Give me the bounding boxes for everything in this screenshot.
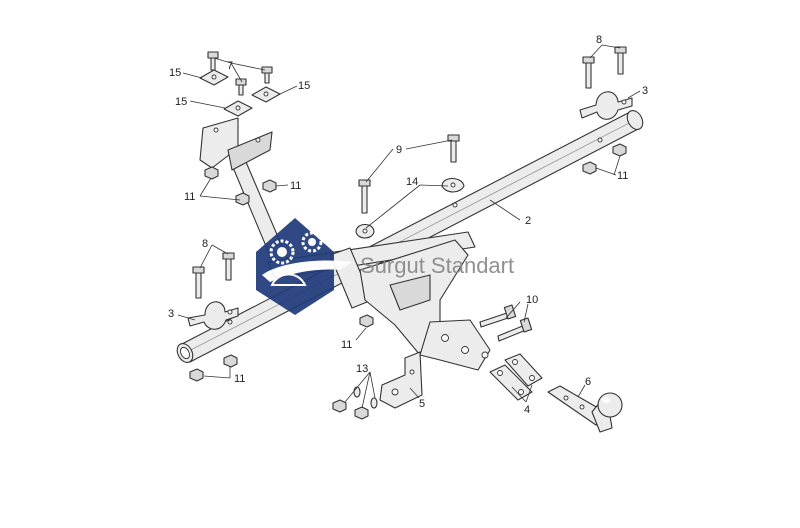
tow-ball-6: [547, 385, 623, 433]
callout-9: 9: [396, 144, 402, 156]
washers-13: [353, 386, 378, 409]
bolt-set-8-left: [192, 252, 235, 299]
spacer-plates-14: [355, 177, 465, 239]
link-plates-4: [489, 353, 543, 401]
callout-4: 4: [524, 404, 530, 416]
watermark-text: Surgut Standart: [360, 253, 514, 278]
callout-7: 7: [227, 60, 233, 72]
callout-3: 3: [642, 85, 648, 97]
gear-icon: [301, 231, 323, 253]
car-silhouette-icon: [262, 260, 352, 286]
leader-lines: [177, 44, 641, 409]
callout-11: 11: [341, 339, 352, 351]
callout-8: 8: [596, 34, 602, 46]
callout-6: 6: [585, 376, 591, 388]
bolt-set-8-right: [582, 46, 627, 89]
callout-11: 11: [234, 373, 245, 385]
clamp-right: [579, 91, 633, 120]
callout-3: 3: [168, 308, 174, 320]
callout-15: 15: [298, 80, 310, 92]
callout-8: 8: [202, 238, 208, 250]
callout-11: 11: [290, 180, 301, 192]
socket-bracket-5: [379, 351, 423, 409]
square-plates-15: [199, 69, 281, 117]
callout-13: 13: [356, 363, 368, 375]
callout-11: 11: [617, 170, 628, 182]
nuts-11: [189, 143, 627, 420]
callout-11: 11: [184, 191, 195, 203]
callout-15: 15: [175, 96, 187, 108]
callout-5: 5: [419, 398, 425, 410]
callout-14: 14: [406, 176, 418, 188]
callout-2: 2: [525, 215, 531, 227]
gears-car-logo: [256, 218, 352, 315]
top-left-mount-bracket: [199, 117, 273, 171]
callout-10: 10: [526, 294, 538, 306]
clamp-left: [187, 301, 239, 330]
gear-icon: [269, 239, 295, 265]
bolt-set-9: [358, 134, 460, 214]
hitch-mount-plate: [359, 239, 491, 371]
watermark: Surgut Standart: [256, 218, 514, 315]
bolt-set-10: [479, 304, 533, 342]
callout-15: 15: [169, 67, 181, 79]
callout-labels: 15 7 15 15 11 11 8 3 11 9 14 2 8 3 11 11…: [168, 34, 648, 416]
